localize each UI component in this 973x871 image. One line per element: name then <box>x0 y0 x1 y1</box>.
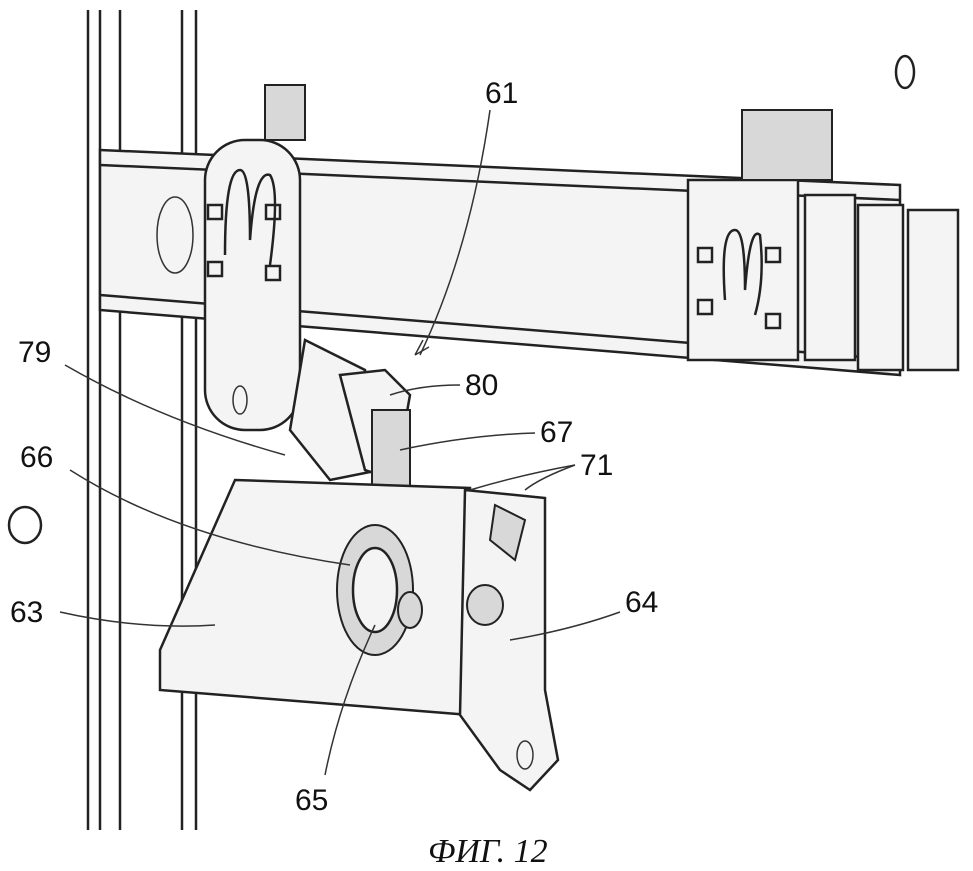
figure-caption: ФИГ. 12 <box>428 833 548 870</box>
label-65: 65 <box>295 784 328 817</box>
label-67: 67 <box>540 416 573 449</box>
label-64: 64 <box>625 586 658 619</box>
hinge-link <box>290 340 410 500</box>
reference-circle <box>9 507 41 543</box>
label-79: 79 <box>18 336 51 369</box>
right-bracket <box>688 110 958 370</box>
left-bracket <box>205 85 305 430</box>
label-61: 61 <box>485 77 518 110</box>
plate-63 <box>160 480 470 715</box>
label-66: 66 <box>20 441 53 474</box>
label-63: 63 <box>10 596 43 629</box>
label-80: 80 <box>465 369 498 402</box>
label-71: 71 <box>580 449 613 482</box>
bracket-64 <box>460 490 558 790</box>
reference-circle <box>896 56 914 88</box>
